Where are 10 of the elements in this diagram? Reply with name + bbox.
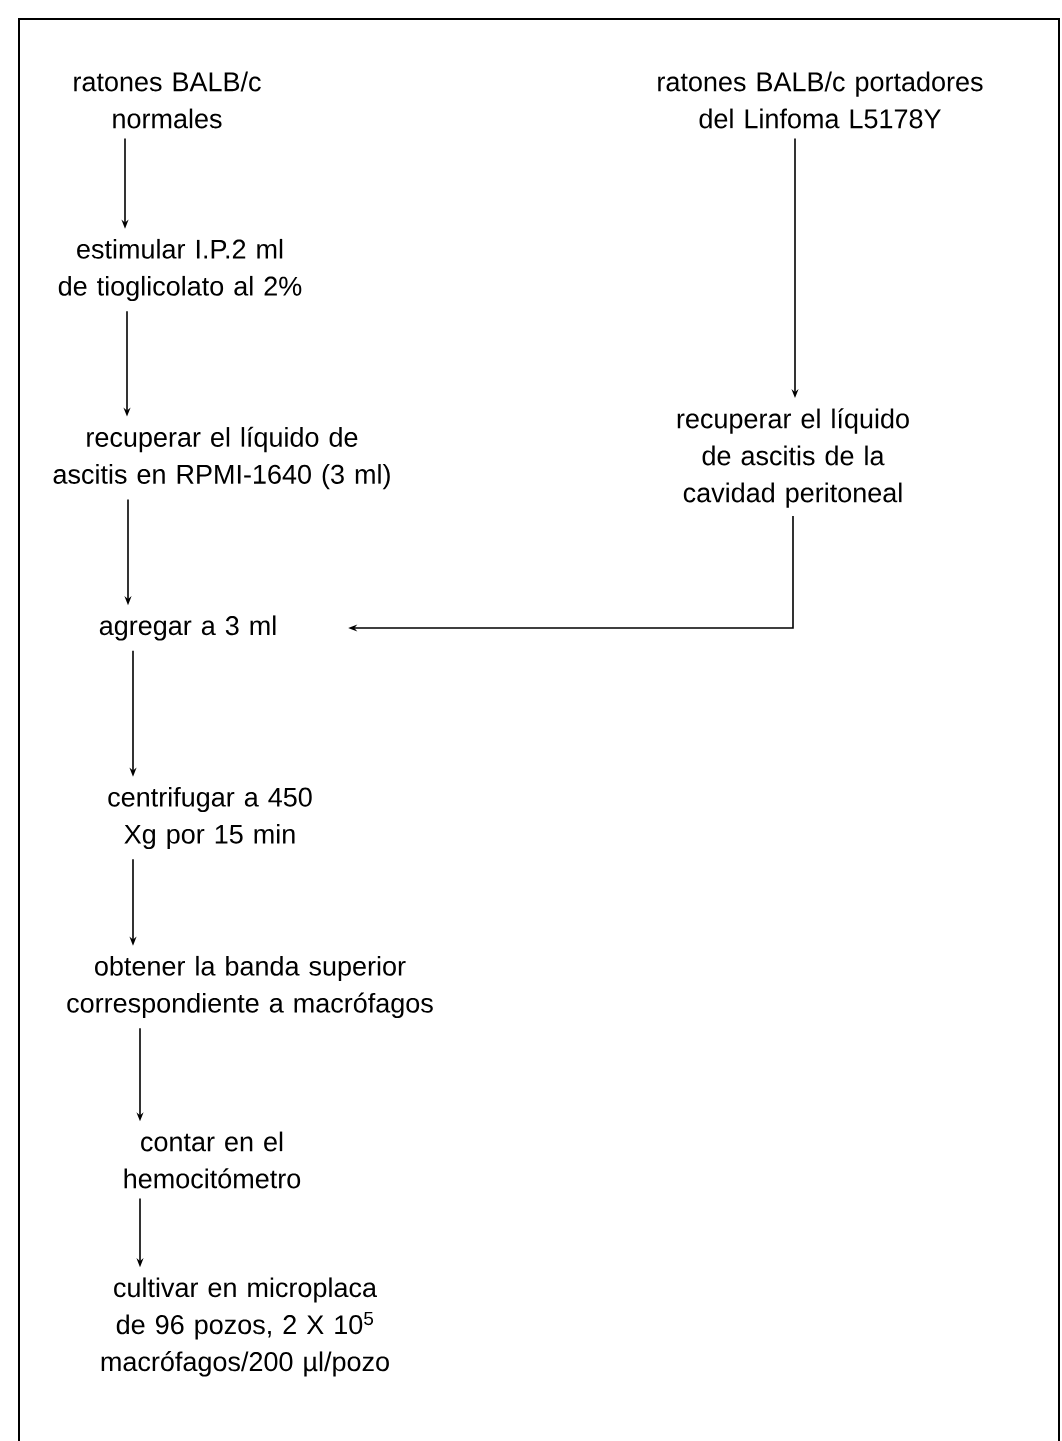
step-text: recuperar el líquido de ascitis en RPMI-1640 (3 ml) bbox=[53, 426, 390, 490]
step-text: recuperar el líquido de ascitis de la cavidad peritoneal bbox=[677, 408, 909, 508]
step-text: ratones BALB/c portadores del Linfoma L5178Y bbox=[658, 71, 983, 129]
step-text: ratones BALB/c normales bbox=[74, 71, 261, 129]
step-text: centrifugar a 450 Xg por 15 min bbox=[108, 786, 312, 850]
step-text: estimular I.P.2 ml de tioglicolato al 2% bbox=[58, 238, 302, 302]
step-text: cultivar en microplaca de 96 pozos, 2 X 10$^{5}$ macrófagos/200 µl/pozo bbox=[101, 1277, 389, 1377]
step-text: obtener la banda superior correspondiente a macrófagos bbox=[67, 955, 433, 1019]
step-text: agregar a 3 ml bbox=[99, 615, 276, 641]
step-text: contar en el hemocitómetro bbox=[124, 1131, 301, 1189]
